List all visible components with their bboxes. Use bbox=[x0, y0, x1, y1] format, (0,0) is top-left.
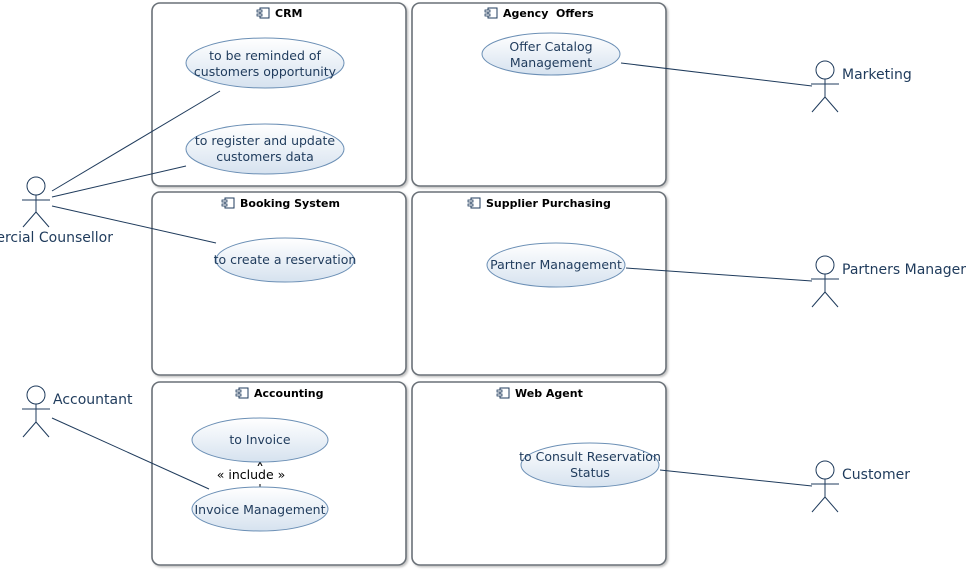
usecase-label-line: to Consult Reservation bbox=[519, 449, 661, 464]
usecase-to-invoice[interactable]: to Invoice bbox=[191, 417, 329, 463]
association-line[interactable] bbox=[625, 267, 813, 282]
package-title-crm: CRM bbox=[275, 7, 303, 20]
association-line[interactable] bbox=[51, 417, 210, 490]
association-line[interactable] bbox=[659, 469, 813, 487]
association-line[interactable] bbox=[51, 90, 221, 192]
actor-figure-icon bbox=[811, 460, 839, 513]
actor-figure-icon bbox=[22, 385, 50, 438]
usecase-label-line: Offer Catalog bbox=[509, 39, 592, 54]
usecase-label-line: customers opportunity bbox=[194, 64, 337, 79]
actor-partners-manager[interactable]: Partners Manager bbox=[811, 255, 966, 308]
usecase-create-reservation[interactable]: to create a reservation bbox=[214, 237, 357, 283]
component-icon bbox=[256, 7, 270, 19]
actor-label: Partners Manager bbox=[842, 262, 966, 278]
actor-label: Marketing bbox=[842, 67, 912, 83]
actor-figure-icon bbox=[811, 60, 839, 113]
usecase-register-customers[interactable]: to register and update customers data bbox=[185, 123, 345, 175]
usecase-label-line: to register and update bbox=[195, 133, 336, 148]
actor-label: ercial Counsellor bbox=[0, 230, 113, 246]
package-title-accounting: Accounting bbox=[254, 387, 324, 400]
component-icon bbox=[484, 7, 498, 19]
component-icon bbox=[496, 387, 510, 399]
usecase-label-line: Invoice Management bbox=[194, 502, 325, 517]
actor-figure-icon bbox=[811, 255, 839, 308]
usecase-label-line: Management bbox=[510, 55, 592, 70]
usecase-invoice-management[interactable]: Invoice Management bbox=[191, 486, 329, 532]
package-agency-offers[interactable]: Agency Offers bbox=[411, 2, 667, 187]
component-icon bbox=[235, 387, 249, 399]
actor-accountant[interactable]: Accountant bbox=[22, 385, 133, 438]
associations bbox=[51, 62, 813, 490]
actor-commercial-counsellor[interactable]: ercial Counsellor bbox=[0, 176, 113, 246]
usecase-consult-reservation-status[interactable]: to Consult Reservation Status bbox=[519, 442, 661, 488]
package-title-supplier-purchasing: Supplier Purchasing bbox=[486, 197, 611, 210]
actor-marketing[interactable]: Marketing bbox=[811, 60, 912, 113]
usecase-label-line: customers data bbox=[216, 149, 314, 164]
usecase-label-line: Partner Management bbox=[490, 257, 622, 272]
usecase-offer-catalog[interactable]: Offer Catalog Management bbox=[481, 32, 621, 76]
component-icon bbox=[467, 197, 481, 209]
package-title-agency-offers: Agency Offers bbox=[503, 7, 594, 20]
component-icon bbox=[221, 197, 235, 209]
actor-figure-icon bbox=[22, 176, 50, 228]
usecase-label-line: to be reminded of bbox=[209, 48, 321, 63]
package-title-web-agent: Web Agent bbox=[515, 387, 583, 400]
include-relation[interactable]: « include » bbox=[216, 460, 286, 487]
package-booking-system[interactable]: Booking System bbox=[151, 191, 407, 376]
association-line[interactable] bbox=[620, 62, 813, 87]
usecase-reminded-opportunity[interactable]: to be reminded of customers opportunity bbox=[185, 37, 345, 89]
usecase-label-line: to create a reservation bbox=[214, 252, 357, 267]
actor-customer[interactable]: Customer bbox=[811, 460, 910, 513]
association-line[interactable] bbox=[51, 205, 217, 244]
actor-label: Accountant bbox=[53, 392, 133, 408]
include-label: « include » bbox=[217, 467, 286, 482]
usecase-partner-management[interactable]: Partner Management bbox=[486, 242, 626, 288]
actor-label: Customer bbox=[842, 467, 910, 483]
usecase-label-line: to Invoice bbox=[229, 432, 291, 447]
usecase-label-line: Status bbox=[570, 465, 610, 480]
association-line[interactable] bbox=[51, 165, 187, 198]
package-title-booking-system: Booking System bbox=[240, 197, 340, 210]
